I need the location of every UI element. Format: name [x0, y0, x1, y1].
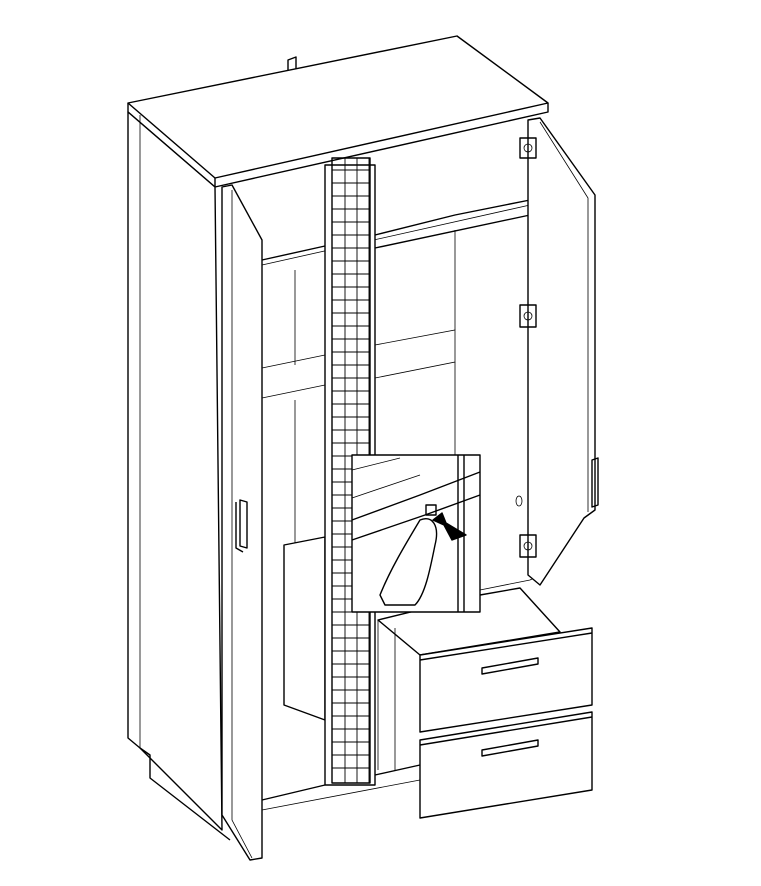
hand-icon	[379, 518, 438, 606]
hinge	[519, 534, 537, 558]
top-drawer-handle	[481, 657, 539, 675]
hinge	[519, 137, 537, 159]
left-door	[221, 184, 263, 861]
detail-inset	[351, 454, 481, 613]
left-side-panel	[127, 111, 231, 841]
top-drawer	[419, 627, 593, 733]
arrow-push-icon	[432, 512, 467, 541]
bottom-drawer-handle	[481, 739, 539, 757]
right-door	[515, 117, 599, 586]
interior	[261, 199, 541, 811]
grid-pattern	[332, 158, 370, 783]
hinge	[519, 304, 537, 328]
bottom-drawer	[419, 711, 593, 819]
drawer-unit	[377, 587, 593, 819]
left-door-handle	[235, 499, 248, 553]
right-door-handle	[591, 457, 599, 508]
